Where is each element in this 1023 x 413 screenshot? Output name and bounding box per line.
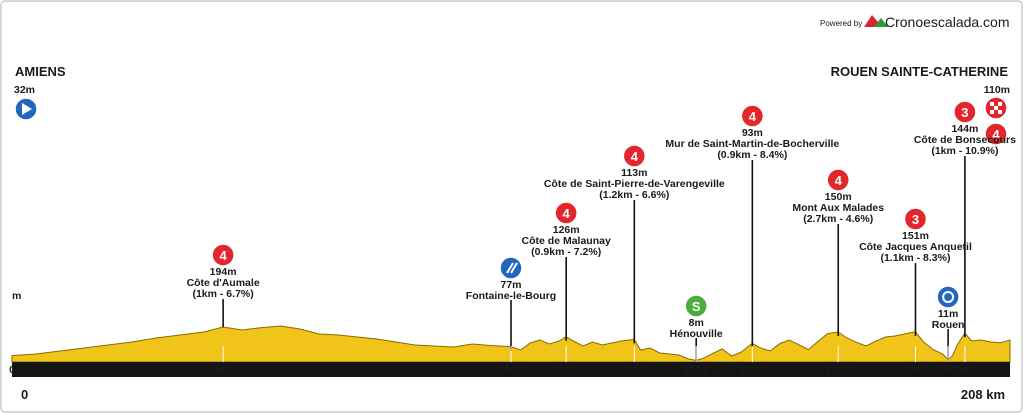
point-name: Côte de Bonsecours [914, 134, 1016, 146]
point-name: Hénouville [670, 328, 723, 340]
brand-name[interactable]: Cronoescalada.com [885, 14, 1010, 30]
left-axis-stub: m [12, 290, 21, 302]
point-name: Fontaine-le-Bourg [466, 290, 556, 302]
finish-altitude: 110m [984, 84, 1010, 96]
point-altitude: 11m [938, 308, 958, 320]
category-badge-icon [740, 104, 765, 128]
point-stats: (1.1km - 8.3%) [880, 252, 950, 264]
point-stats: (0.9km - 7.2%) [531, 246, 601, 258]
tick-label: 0 [9, 364, 15, 376]
category-badge-icon [684, 294, 708, 318]
point-name: Mur de Saint-Martin-de-Bocherville [665, 138, 839, 150]
powered-by-text: Powered by [820, 19, 862, 28]
category-number: 4 [219, 248, 227, 263]
tick-label: 115.5 [553, 364, 579, 376]
start-city: AMIENS [15, 64, 66, 79]
category-badge-icon [211, 243, 235, 267]
finish-flag-icon [984, 96, 1008, 120]
point-altitude: 113m [621, 167, 647, 179]
category-badge-icon [826, 168, 850, 192]
point-altitude: 77m [500, 279, 521, 291]
tick-label: 44.0 [213, 364, 234, 376]
point-stats: (1km - 10.9%) [931, 145, 998, 157]
feed-stroke [510, 262, 518, 274]
tick-label: 188.3 [902, 364, 928, 376]
profile-layer [11, 325, 1011, 377]
start-altitude: 32m [14, 84, 35, 96]
point-altitude: 151m [902, 230, 929, 242]
category-number: 3 [961, 105, 968, 120]
category-number: 4 [749, 109, 757, 124]
category-badge-icon [554, 201, 578, 225]
finish-city: ROUEN SAINTE-CATHERINE [831, 64, 1009, 79]
distance-axis-bar [12, 362, 1010, 377]
tick-label: 198.6 [952, 364, 978, 376]
point-altitude: 93m [742, 127, 763, 139]
brand-logo-icon [864, 15, 888, 27]
start-play-icon [14, 97, 38, 121]
profile-area [11, 325, 1011, 363]
point-name: Rouen [932, 319, 965, 331]
finish-extra-cat-number: 4 [992, 127, 1000, 142]
tick-label: 142.6 [683, 364, 709, 376]
feed-stroke [506, 262, 514, 274]
category-number: S [692, 299, 701, 314]
pass-ring [942, 291, 955, 303]
point-altitude: 144m [951, 123, 978, 135]
point-name: Côte Jacques Anquetil [859, 241, 972, 253]
category-number: 3 [912, 212, 919, 227]
tick-label: 195.1 [935, 364, 961, 376]
category-badge-icon [936, 285, 960, 309]
point-name: Côte de Malaunay [522, 235, 611, 247]
point-altitude: 150m [825, 191, 852, 203]
category-number: 4 [563, 206, 571, 221]
tick-label: 104.0 [498, 364, 524, 376]
branding: Powered by Cronoescalada.com [820, 14, 1010, 30]
point-stats: (2.7km - 4.6%) [803, 213, 873, 225]
point-altitude: 8m [689, 317, 704, 329]
start-km-label: 0 [21, 387, 28, 402]
tick-label: 154.3 [739, 364, 765, 376]
point-stats: (1.2km - 6.6%) [599, 189, 669, 201]
category-number: 4 [835, 173, 843, 188]
category-badge-icon [953, 100, 977, 124]
tick-label: 172.2 [825, 364, 851, 376]
point-stats: (0.9km - 8.4%) [717, 149, 787, 161]
ticks-layer: 0 44.0 104.0 115.5 129.7 142.6 154.3 172.2 188.3… [9, 346, 978, 376]
category-badge-icon [622, 144, 647, 168]
point-name: Côte de Saint-Pierre-de-Varengeville [544, 178, 725, 190]
point-altitude: 126m [553, 224, 580, 236]
category-number: 4 [631, 149, 639, 164]
finish-km-label: 208 km [961, 387, 1005, 402]
point-name: Mont Aux Malades [792, 202, 884, 214]
finish-extra-cat-icon: 4 [984, 122, 1008, 146]
tick-label: 129.7 [621, 364, 647, 376]
point-stats: (1km - 6.7%) [192, 288, 253, 300]
category-badge-icon [903, 207, 928, 231]
point-name: Côte d'Aumale [187, 277, 260, 289]
point-altitude: 194m [210, 266, 237, 278]
